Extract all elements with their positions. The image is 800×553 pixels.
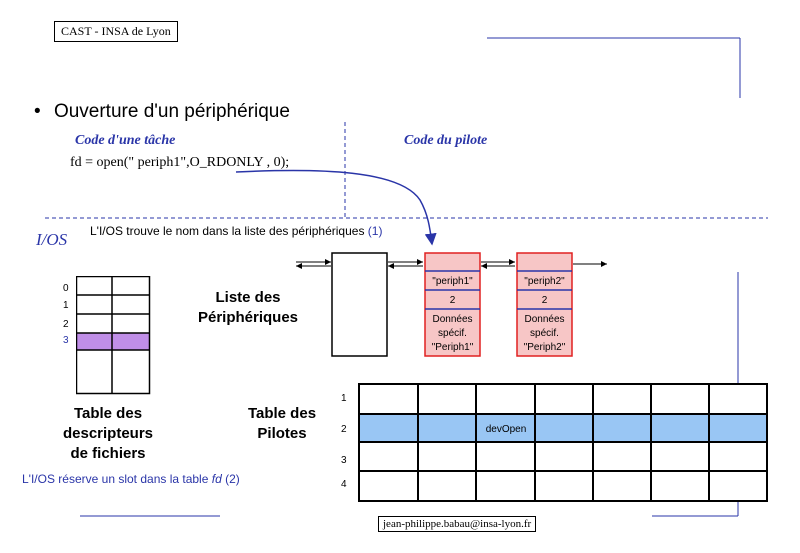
ios-label: I/OS (36, 230, 68, 249)
device-list-caption: Liste des Périphériques (186, 288, 310, 328)
driver-caption-line-1: Table des (247, 405, 317, 422)
device-node-1 (424, 252, 481, 357)
driver-caption-line-2: Pilotes (257, 425, 307, 442)
slide-title-text: Ouverture d'un périphérique (53, 101, 290, 122)
note-find-ref: (1) (367, 224, 383, 238)
device-caption-line-2: Périphériques (197, 309, 299, 326)
fd-caption-line-2: descripteurs (62, 425, 154, 442)
device-node-2 (516, 252, 573, 357)
note-reserve-fd: fd (211, 472, 222, 486)
slide-title: • Ouverture d'un périphérique (34, 101, 290, 123)
driver-code-label: Code du pilote (404, 133, 488, 148)
fd-table-caption: Table des descripteurs de fichiers (46, 404, 170, 464)
footer-email: jean-philippe.babau@insa-lyon.fr (378, 516, 537, 532)
fd-caption-line-1: Table des (73, 405, 143, 422)
note-find-text: L'I/OS trouve le nom dans la liste des p… (90, 224, 368, 238)
node-2-name: "periph2" (524, 276, 565, 287)
device-caption-line-1: Liste des (215, 289, 281, 306)
note-reserve: L'I/OS réserve un slot dans la table fd … (22, 472, 240, 486)
fd-index-2: 2 (63, 319, 69, 330)
node-1-driver: 2 (449, 295, 456, 306)
driver-cell-devopen: devOpen (485, 424, 527, 435)
fd-caption-line-3: de fichiers (70, 445, 146, 462)
node-1-data-line-3: "Periph1" (431, 342, 474, 353)
note-find: L'I/OS trouve le nom dans la liste des p… (90, 224, 382, 238)
node-1-data-line-2: spécif. (438, 328, 467, 339)
fd-index-0: 0 (63, 283, 69, 294)
node-2-driver: 2 (541, 295, 548, 306)
driver-table-caption: Table des Pilotes (230, 404, 334, 444)
node-1-data: Données spécif. "Periph1" (425, 313, 480, 355)
list-head-node (331, 252, 388, 357)
node-2-data-line-2: spécif. (530, 328, 559, 339)
node-1-name: "periph1" (432, 276, 473, 287)
node-2-data-line-1: Données (524, 314, 565, 325)
driver-table (358, 383, 768, 502)
fd-index-3: 3 (63, 335, 69, 346)
driver-index-4: 4 (341, 479, 347, 490)
task-code-label: Code d'une tâche (75, 133, 176, 148)
note-reserve-ref: (2) (221, 472, 240, 486)
institution-header: CAST - INSA de Lyon (54, 21, 178, 42)
driver-index-1: 1 (341, 393, 347, 404)
code-line: fd = open(" periph1",O_RDONLY , 0); (70, 155, 290, 170)
note-reserve-text: L'I/OS réserve un slot dans la table (22, 472, 212, 486)
node-2-data: Données spécif. "Periph2" (517, 313, 572, 355)
node-1-data-line-1: Données (432, 314, 473, 325)
fd-index-1: 1 (63, 300, 69, 311)
bullet-glyph: • (34, 101, 41, 122)
node-2-data-line-3: "Periph2" (523, 342, 566, 353)
driver-index-2: 2 (341, 424, 347, 435)
fd-table (76, 276, 151, 395)
driver-index-3: 3 (341, 455, 347, 466)
